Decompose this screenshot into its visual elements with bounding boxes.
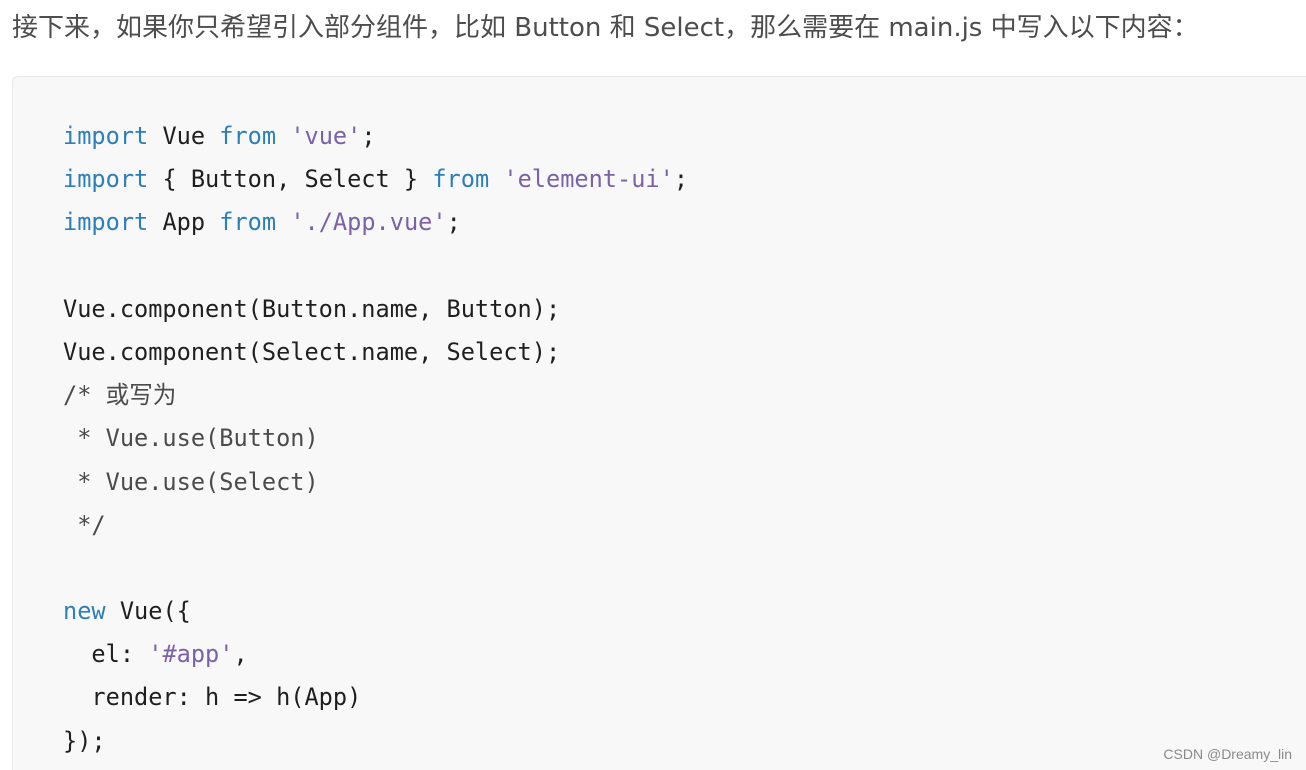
code-line-5: Vue.component(Button.name, Button); xyxy=(63,294,561,323)
keyword: from xyxy=(219,208,277,237)
code-block: import Vue from 'vue';import { Button, S… xyxy=(12,76,1306,770)
code-line-3: import App from './App.vue'; xyxy=(63,201,688,244)
code-comment-line: * Vue.use(Select) xyxy=(63,467,319,496)
keyword: import xyxy=(63,165,149,194)
code-text xyxy=(276,122,290,150)
code-text: Vue({ xyxy=(105,597,191,626)
string-literal: 'vue' xyxy=(290,122,362,150)
code-text: ; xyxy=(361,122,376,150)
code-line-15: }); xyxy=(63,726,106,755)
code-line-13: el: '#app', xyxy=(63,633,688,676)
code-text: , xyxy=(233,640,248,669)
code-line-2: import { Button, Select } from 'element-… xyxy=(63,158,688,201)
code-text: Vue xyxy=(148,122,220,150)
code-text: { Button, Select } xyxy=(148,165,433,194)
keyword: new xyxy=(63,597,106,626)
code-text: ; xyxy=(673,165,689,194)
keyword: import xyxy=(63,122,149,150)
code-comment-line: * Vue.use(Button) xyxy=(63,424,319,453)
keyword: from xyxy=(219,122,277,150)
code-line-12: new Vue({ xyxy=(63,590,688,633)
code-text: ; xyxy=(446,208,461,237)
watermark: CSDN @Dreamy_lin xyxy=(1163,746,1292,762)
code-text xyxy=(276,208,290,236)
code-line-blank xyxy=(63,245,688,288)
code-line-6: Vue.component(Select.name, Select); xyxy=(63,337,561,366)
code-text xyxy=(489,165,503,193)
code-line-14: render: h => h(App) xyxy=(63,683,362,712)
code-comment-line: /* 或写为 xyxy=(63,381,177,410)
intro-paragraph: 接下来，如果你只希望引入部分组件，比如 Button 和 Select，那么需要… xyxy=(12,13,1199,43)
code-line-1: import Vue from 'vue'; xyxy=(63,115,688,158)
code-text: el: xyxy=(63,640,149,669)
keyword: import xyxy=(63,208,149,237)
keyword: from xyxy=(432,165,490,194)
string-literal: './App.vue' xyxy=(290,208,447,237)
code-content: import Vue from 'vue';import { Button, S… xyxy=(63,115,688,763)
code-line-blank xyxy=(63,547,688,590)
code-comment-line: */ xyxy=(63,510,106,539)
code-text: App xyxy=(148,208,220,237)
string-literal: 'element-ui' xyxy=(503,165,674,194)
string-literal: '#app' xyxy=(148,640,234,669)
